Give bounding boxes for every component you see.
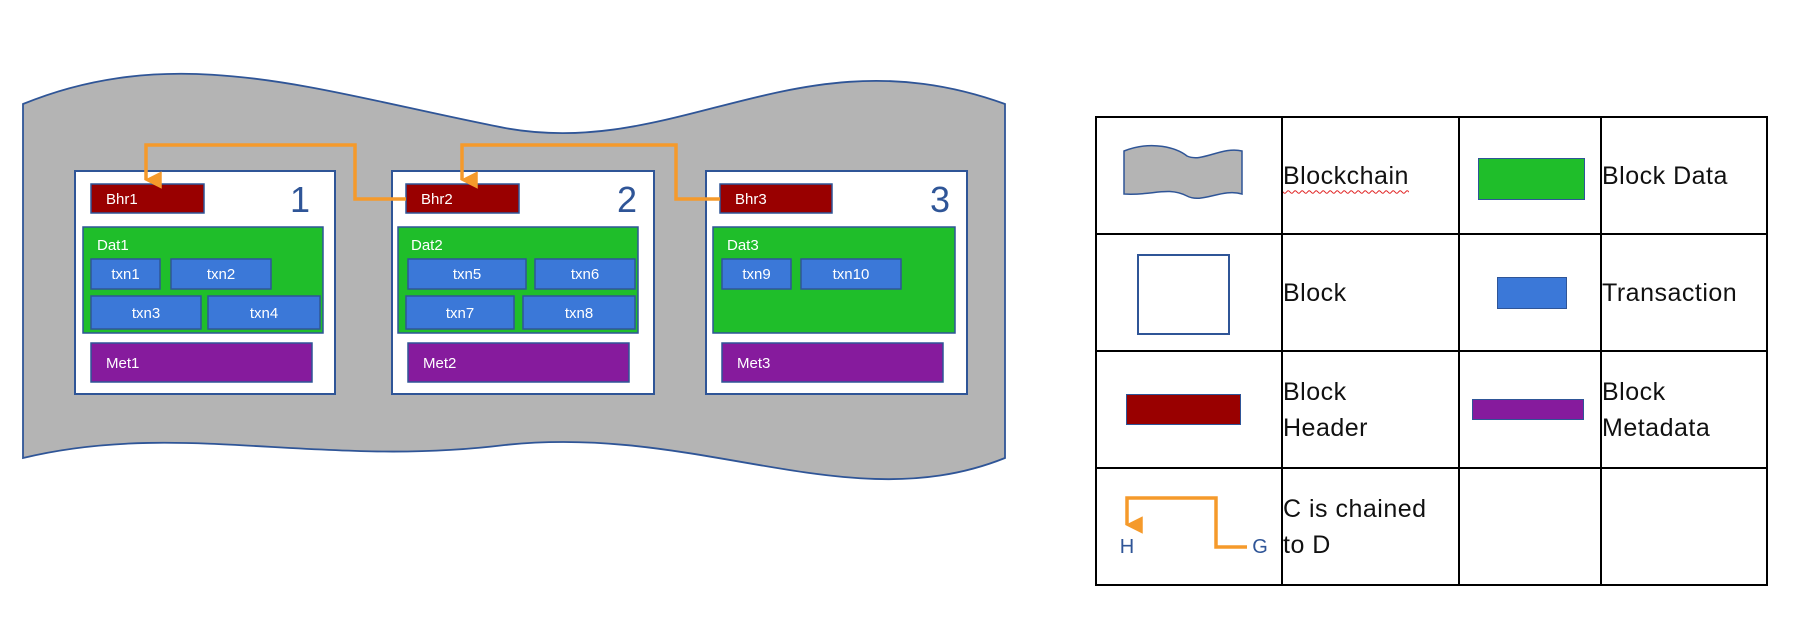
block-metadata xyxy=(90,342,313,383)
legend-label-block-metadata: Block Metadata xyxy=(1600,350,1768,469)
block-header-swatch xyxy=(1126,394,1241,425)
legend-swatch-cell xyxy=(1095,116,1283,235)
block-metadata-label: Met2 xyxy=(423,355,456,372)
block-header-label: Bhr1 xyxy=(106,191,138,208)
transaction-label: txn8 xyxy=(565,305,593,322)
legend-row: H G C is chained to D xyxy=(1095,467,1768,586)
block-number: 1 xyxy=(290,179,310,220)
legend-empty-cell xyxy=(1458,467,1602,586)
legend-text-line: to D xyxy=(1283,530,1331,559)
transaction xyxy=(407,258,527,290)
transaction-label: txn2 xyxy=(207,266,235,283)
block-2: 2 Bhr2 Dat2 txn5 txn6 txn7 txn8 Met2 xyxy=(391,170,655,395)
transaction xyxy=(534,258,636,290)
block-header-label: Bhr2 xyxy=(421,191,453,208)
block-metadata xyxy=(721,342,944,383)
transaction-label: txn3 xyxy=(132,305,160,322)
block-1: 1 Bhr1 Dat1 txn1 txn2 txn3 txn4 Met1 xyxy=(74,170,336,395)
transaction xyxy=(522,295,636,330)
transaction-label: txn9 xyxy=(742,266,770,283)
chain-target-label: H xyxy=(1120,536,1134,558)
legend-row: Block Transaction xyxy=(1095,233,1768,352)
block-header-label: Bhr3 xyxy=(735,191,767,208)
legend-row: Blockchain Block Data xyxy=(1095,116,1768,235)
block-metadata-swatch xyxy=(1472,399,1584,420)
transaction-label: txn10 xyxy=(833,266,870,283)
chain-source-label: G xyxy=(1252,536,1268,558)
legend-swatch-cell: H G xyxy=(1095,467,1283,586)
transaction xyxy=(721,258,792,290)
chain-arrow-swatch: H G xyxy=(1120,496,1268,558)
transaction-label: txn6 xyxy=(571,266,599,283)
transaction xyxy=(90,295,202,330)
legend-text-line: Metadata xyxy=(1602,413,1711,442)
legend-table: Blockchain Block Data Block Transaction xyxy=(1095,116,1768,586)
block-metadata-label: Met1 xyxy=(106,355,139,372)
transaction xyxy=(800,258,902,290)
legend-text-line: C is chained xyxy=(1283,494,1427,523)
transaction xyxy=(405,295,515,330)
legend-swatch-cell xyxy=(1458,350,1602,469)
legend-text-line: Block xyxy=(1602,377,1666,406)
block-data-swatch xyxy=(1478,158,1585,200)
legend-swatch-cell xyxy=(1095,350,1283,469)
legend-swatch-cell xyxy=(1458,233,1602,352)
legend-label-block-header: Block Header xyxy=(1281,350,1460,469)
legend-swatch-cell xyxy=(1458,116,1602,235)
chain-arrow-3-to-2 xyxy=(460,143,720,201)
transaction-label: txn4 xyxy=(250,305,278,322)
legend-label-block: Block xyxy=(1281,233,1460,352)
transaction-label: txn5 xyxy=(453,266,481,283)
block-number: 2 xyxy=(617,179,637,220)
chain-arrow-2-to-1 xyxy=(144,143,406,201)
block-metadata-label: Met3 xyxy=(737,355,770,372)
legend-text-line: Header xyxy=(1283,413,1368,442)
transaction xyxy=(170,258,272,290)
legend-row: Block Header Block Metadata xyxy=(1095,350,1768,469)
legend-empty-cell xyxy=(1600,467,1768,586)
block-header xyxy=(405,183,520,214)
legend-label-chain: C is chained to D xyxy=(1281,467,1460,586)
legend-label-transaction: Transaction xyxy=(1600,233,1768,352)
block-metadata xyxy=(407,342,630,383)
legend-label-blockchain: Blockchain xyxy=(1281,116,1460,235)
transaction xyxy=(207,295,321,330)
transaction-label: txn7 xyxy=(446,305,474,322)
transaction-swatch xyxy=(1497,277,1567,309)
block-number: 3 xyxy=(930,179,950,220)
block-swatch xyxy=(1137,254,1230,335)
block-data-label: Dat3 xyxy=(727,237,759,254)
block-3: 3 Bhr3 Dat3 txn9 txn10 Met3 xyxy=(705,170,968,395)
blockchain-swatch xyxy=(1123,144,1243,199)
block-data-label: Dat1 xyxy=(97,237,129,254)
block-header xyxy=(719,183,833,214)
transaction xyxy=(90,258,161,290)
legend-swatch-cell xyxy=(1095,233,1283,352)
transaction-label: txn1 xyxy=(111,266,139,283)
block-data-label: Dat2 xyxy=(411,237,443,254)
legend-text-line: Block xyxy=(1283,377,1347,406)
legend-label-block-data: Block Data xyxy=(1600,116,1768,235)
